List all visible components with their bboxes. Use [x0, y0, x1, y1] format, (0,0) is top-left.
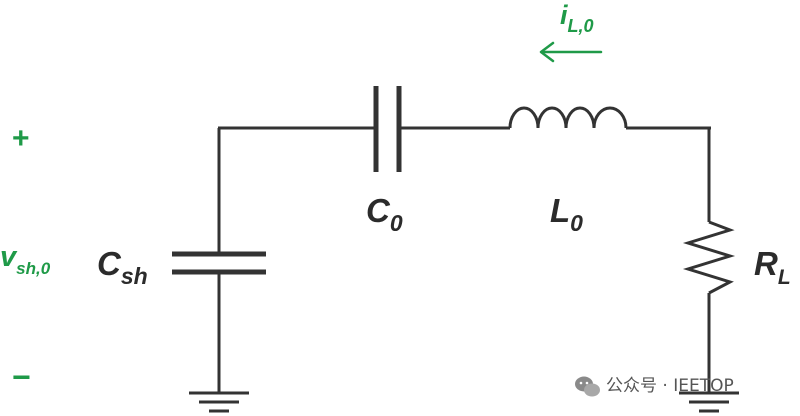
watermark-text: 公众号 · IEETOP [606, 376, 734, 396]
current-label: iL,0 [560, 0, 594, 36]
circuit-wires [217, 126, 711, 392]
voltage-plus-sign: + [12, 122, 30, 155]
ground-symbol-right [679, 391, 739, 413]
watermark: 公众号 · IEETOP [575, 376, 734, 397]
series-capacitor-label: C0 [366, 192, 403, 236]
load-resistor-label: RL [754, 245, 791, 289]
inductor-symbol [508, 106, 628, 129]
ground-symbol-left [189, 391, 249, 413]
shunt-capacitor-label: Csh [97, 245, 148, 289]
resistor-symbol [682, 220, 736, 295]
wechat-icon [575, 376, 600, 397]
current-arrow-icon [539, 41, 603, 63]
voltage-label: vsh,0 [0, 241, 51, 278]
series-capacitor-symbol [373, 86, 402, 172]
inductor-label: L0 [550, 192, 583, 236]
voltage-minus-sign: − [12, 359, 31, 395]
shunt-capacitor-symbol [172, 251, 266, 275]
